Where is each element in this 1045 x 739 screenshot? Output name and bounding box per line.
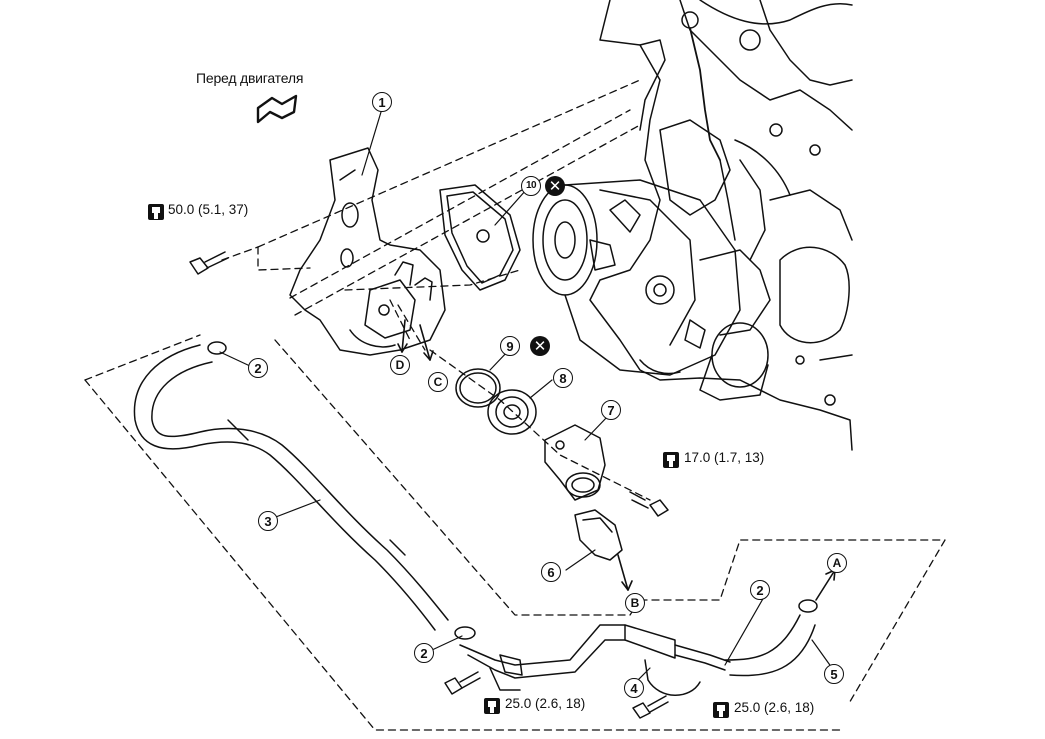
clamp-upper [207,341,227,355]
bolt-upper-left [189,251,229,275]
no-reuse-icon-o-ring: ✕ [530,336,550,356]
callout-4: 4 [624,678,644,698]
callout-3: 3 [258,511,278,531]
callout-5: 5 [824,664,844,684]
torque-spec-bracket-bolt: 50.0 (5.1, 37) [168,202,248,217]
callout-1: 1 [372,92,392,112]
torque-wrench-icons [148,204,729,718]
bracket-part [289,147,446,356]
coolant-hose-5 [724,614,816,677]
ref-d: D [390,355,410,375]
callout-8: 8 [553,368,573,388]
torque-value: 17.0 (1.7, 13) [684,450,765,465]
callout-2-lower-left: 2 [414,643,434,663]
callout-7: 7 [601,400,621,420]
torque-value: 25.0 (2.6, 18) [505,696,586,711]
callout-leaders [219,111,833,685]
callout-2-upper: 2 [248,358,268,378]
clamp-lower-left [454,626,476,640]
water-pipe-4 [459,624,731,696]
engine-block [589,0,853,451]
callout-10: 10 [521,176,541,196]
bolt-lower-left [444,671,481,695]
ref-arrows [397,319,836,601]
thermostat-housing-part [544,424,606,501]
ref-a: A [827,553,847,573]
torque-spec-pipe-bolt-left: 25.0 (2.6, 18) [505,696,585,711]
leader-lines [84,79,946,731]
clamp-right [798,599,818,613]
torque-spec-housing-bolt: 17.0 (1.7, 13) [684,450,764,465]
torque-value: 25.0 (2.6, 18) [734,700,815,715]
engine-front-label: Перед двигателя [196,70,304,86]
coolant-hose-3 [133,344,449,631]
clip-part [574,509,623,561]
gasket-part [439,184,521,291]
torque-value: 50.0 (5.1, 37) [168,202,249,217]
no-reuse-icon-gasket: ✕ [545,176,565,196]
thermostat-part [487,389,537,435]
ac-compressor [532,179,769,401]
torque-spec-pipe-bolt-right: 25.0 (2.6, 18) [734,700,814,715]
bolt-housing [629,491,669,517]
ref-c: C [428,372,448,392]
callout-2-right: 2 [750,580,770,600]
ref-b: B [625,593,645,613]
bolt-lower-center [632,695,669,719]
callout-6: 6 [541,562,561,582]
o-ring-part [455,368,501,408]
callout-9: 9 [500,336,520,356]
engine-front-arrow-icon [256,94,298,124]
